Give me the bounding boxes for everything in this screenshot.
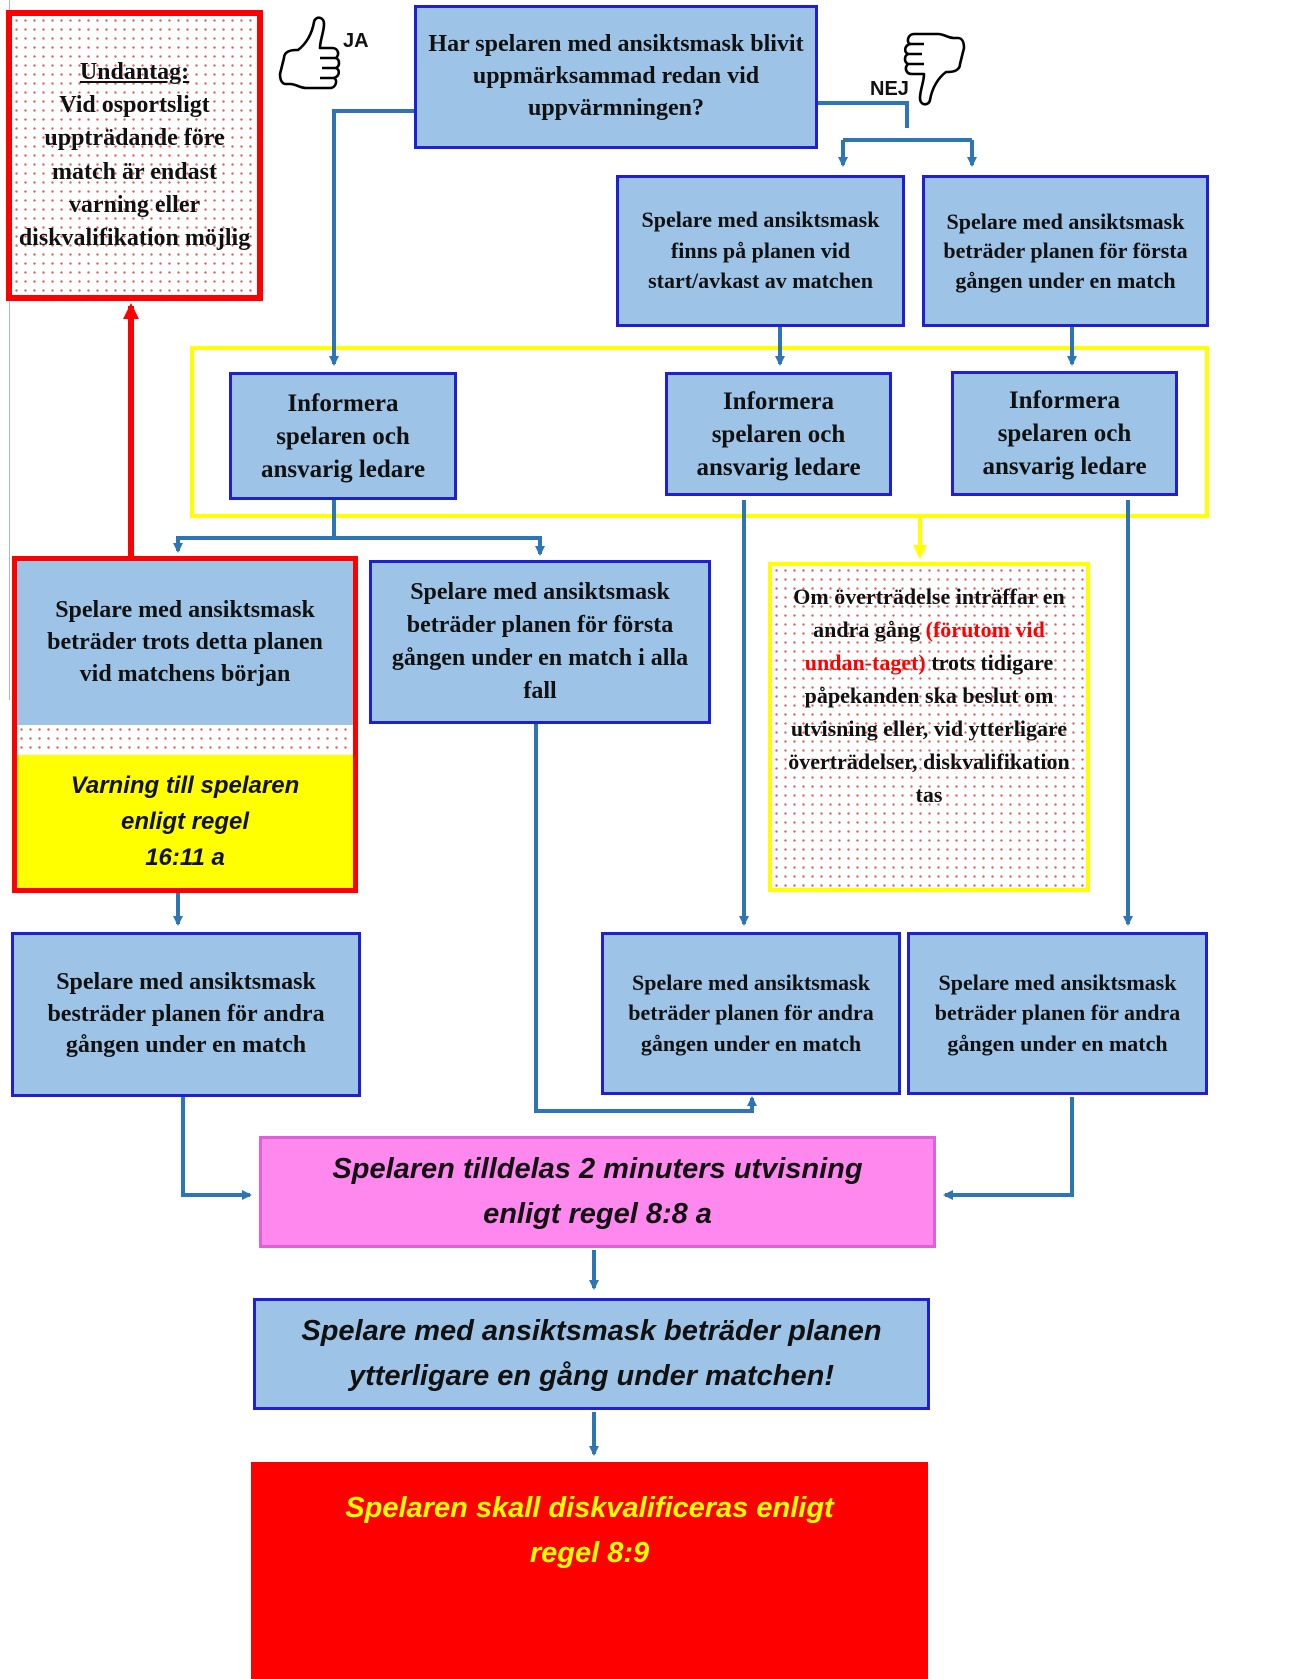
second-time-left-text: Spelare med ansiktsmask besträder planen… bbox=[47, 968, 325, 1059]
warning-gap bbox=[17, 725, 353, 755]
warning-line1: Varning till spelaren bbox=[70, 771, 300, 799]
inform-middle-text: Informera spelaren och ansvarig ledare bbox=[696, 387, 861, 481]
repeat-note-part3: trots tidigare påpekanden ska beslut om … bbox=[788, 650, 1070, 807]
start-on-field-text: Spelare med ansiktsmask finns på planen … bbox=[641, 207, 880, 294]
inform-right-text: Informera spelaren och ansvarig ledare bbox=[982, 387, 1147, 480]
warning-group: Spelare med ansiktsmask beträder trots d… bbox=[12, 556, 358, 893]
warning-line3: 16:11 a bbox=[145, 843, 225, 871]
penalty-line2: enligt regel 8:8 a bbox=[483, 1198, 712, 1230]
repeat-note-box: Om överträdelse inträffar en andra gång … bbox=[768, 562, 1090, 892]
enters-despite-text: Spelare med ansiktsmask beträder trots d… bbox=[47, 597, 323, 687]
inform-middle-box: Informera spelaren och ansvarig ledare bbox=[665, 372, 892, 496]
exception-box: Undantag: Vid osportsligt uppträdande fö… bbox=[6, 10, 263, 301]
inform-right-box: Informera spelaren och ansvarig ledare bbox=[951, 371, 1178, 496]
arrow-second-right-to-penalty bbox=[943, 1097, 1074, 1200]
enters-first-anyway-box: Spelare med ansiktsmask beträder planen … bbox=[369, 560, 711, 724]
repeat-note-exception: (förutom vid undan-taget) bbox=[804, 617, 1045, 675]
start-on-field-box: Spelare med ansiktsmask finns på planen … bbox=[616, 175, 905, 327]
exception-text: Vid osportsligt uppträdande före match ä… bbox=[18, 92, 251, 251]
arrow-second-left-to-penalty bbox=[181, 1097, 252, 1200]
first-time-box: Spelare med ansiktsmask beträder planen … bbox=[922, 175, 1209, 327]
arrow-inform-left-right bbox=[334, 536, 545, 556]
second-time-middle-box: Spelare med ansiktsmask beträder planen … bbox=[601, 932, 901, 1095]
warning-line2: enligt regel bbox=[120, 807, 250, 835]
enters-first-anyway-text: Spelare med ansiktsmask beträder planen … bbox=[391, 578, 689, 705]
second-time-right-text: Spelare med ansiktsmask beträder planen … bbox=[934, 969, 1181, 1056]
thumbs-up-icon bbox=[278, 16, 341, 90]
inform-group-frame bbox=[190, 346, 1209, 518]
no-label: NEJ bbox=[870, 78, 909, 100]
disqualify-line2: regel 8:9 bbox=[529, 1536, 650, 1569]
second-time-right-box: Spelare med ansiktsmask beträder planen … bbox=[907, 932, 1208, 1095]
arrow-no-branch-stem bbox=[818, 101, 909, 128]
question-box: Har spelaren med ansiktsmask blivit uppm… bbox=[414, 5, 818, 149]
page-edge-line bbox=[9, 0, 10, 700]
again-line1: Spelare med ansiktsmask beträder planen bbox=[301, 1315, 882, 1348]
penalty-box: Spelaren tilldelas 2 minuters utvisning … bbox=[259, 1136, 936, 1248]
repeat-note-part1: Om överträdelse inträffar en andra gång bbox=[793, 584, 1065, 642]
disqualify-box: Spelaren skall diskvalificeras enligt re… bbox=[251, 1462, 928, 1679]
question-text: Har spelaren med ansiktsmask blivit uppm… bbox=[428, 31, 804, 121]
again-box: Spelare med ansiktsmask beträder planen … bbox=[253, 1298, 930, 1410]
arrow-inform-left-stem bbox=[173, 500, 336, 553]
inform-left-text: Informera spelaren och ansvarig ledare bbox=[260, 389, 426, 483]
first-time-text: Spelare med ansiktsmask beträder planen … bbox=[943, 209, 1188, 293]
thumbs-down-icon bbox=[903, 32, 966, 106]
disqualify-line1: Spelaren skall diskvalificeras enligt bbox=[345, 1492, 834, 1524]
arrow-first-anyway-to-second bbox=[534, 724, 757, 1113]
inform-left-box: Informera spelaren och ansvarig ledare bbox=[229, 372, 457, 500]
second-time-middle-text: Spelare med ansiktsmask beträder planen … bbox=[628, 969, 874, 1056]
arrow-yes-branch bbox=[329, 109, 414, 366]
penalty-line1: Spelaren tilldelas 2 minuters utvisning bbox=[332, 1153, 863, 1186]
again-line2: ytterligare en gång under matchen! bbox=[348, 1360, 835, 1392]
exception-title: Undantag: bbox=[79, 59, 190, 86]
yes-label: JA bbox=[343, 30, 369, 52]
second-time-left-box: Spelare med ansiktsmask besträder planen… bbox=[11, 932, 361, 1097]
warning-box: Varning till spelaren enligt regel 16:11… bbox=[17, 755, 353, 888]
enters-despite-box: Spelare med ansiktsmask beträder trots d… bbox=[17, 561, 353, 725]
